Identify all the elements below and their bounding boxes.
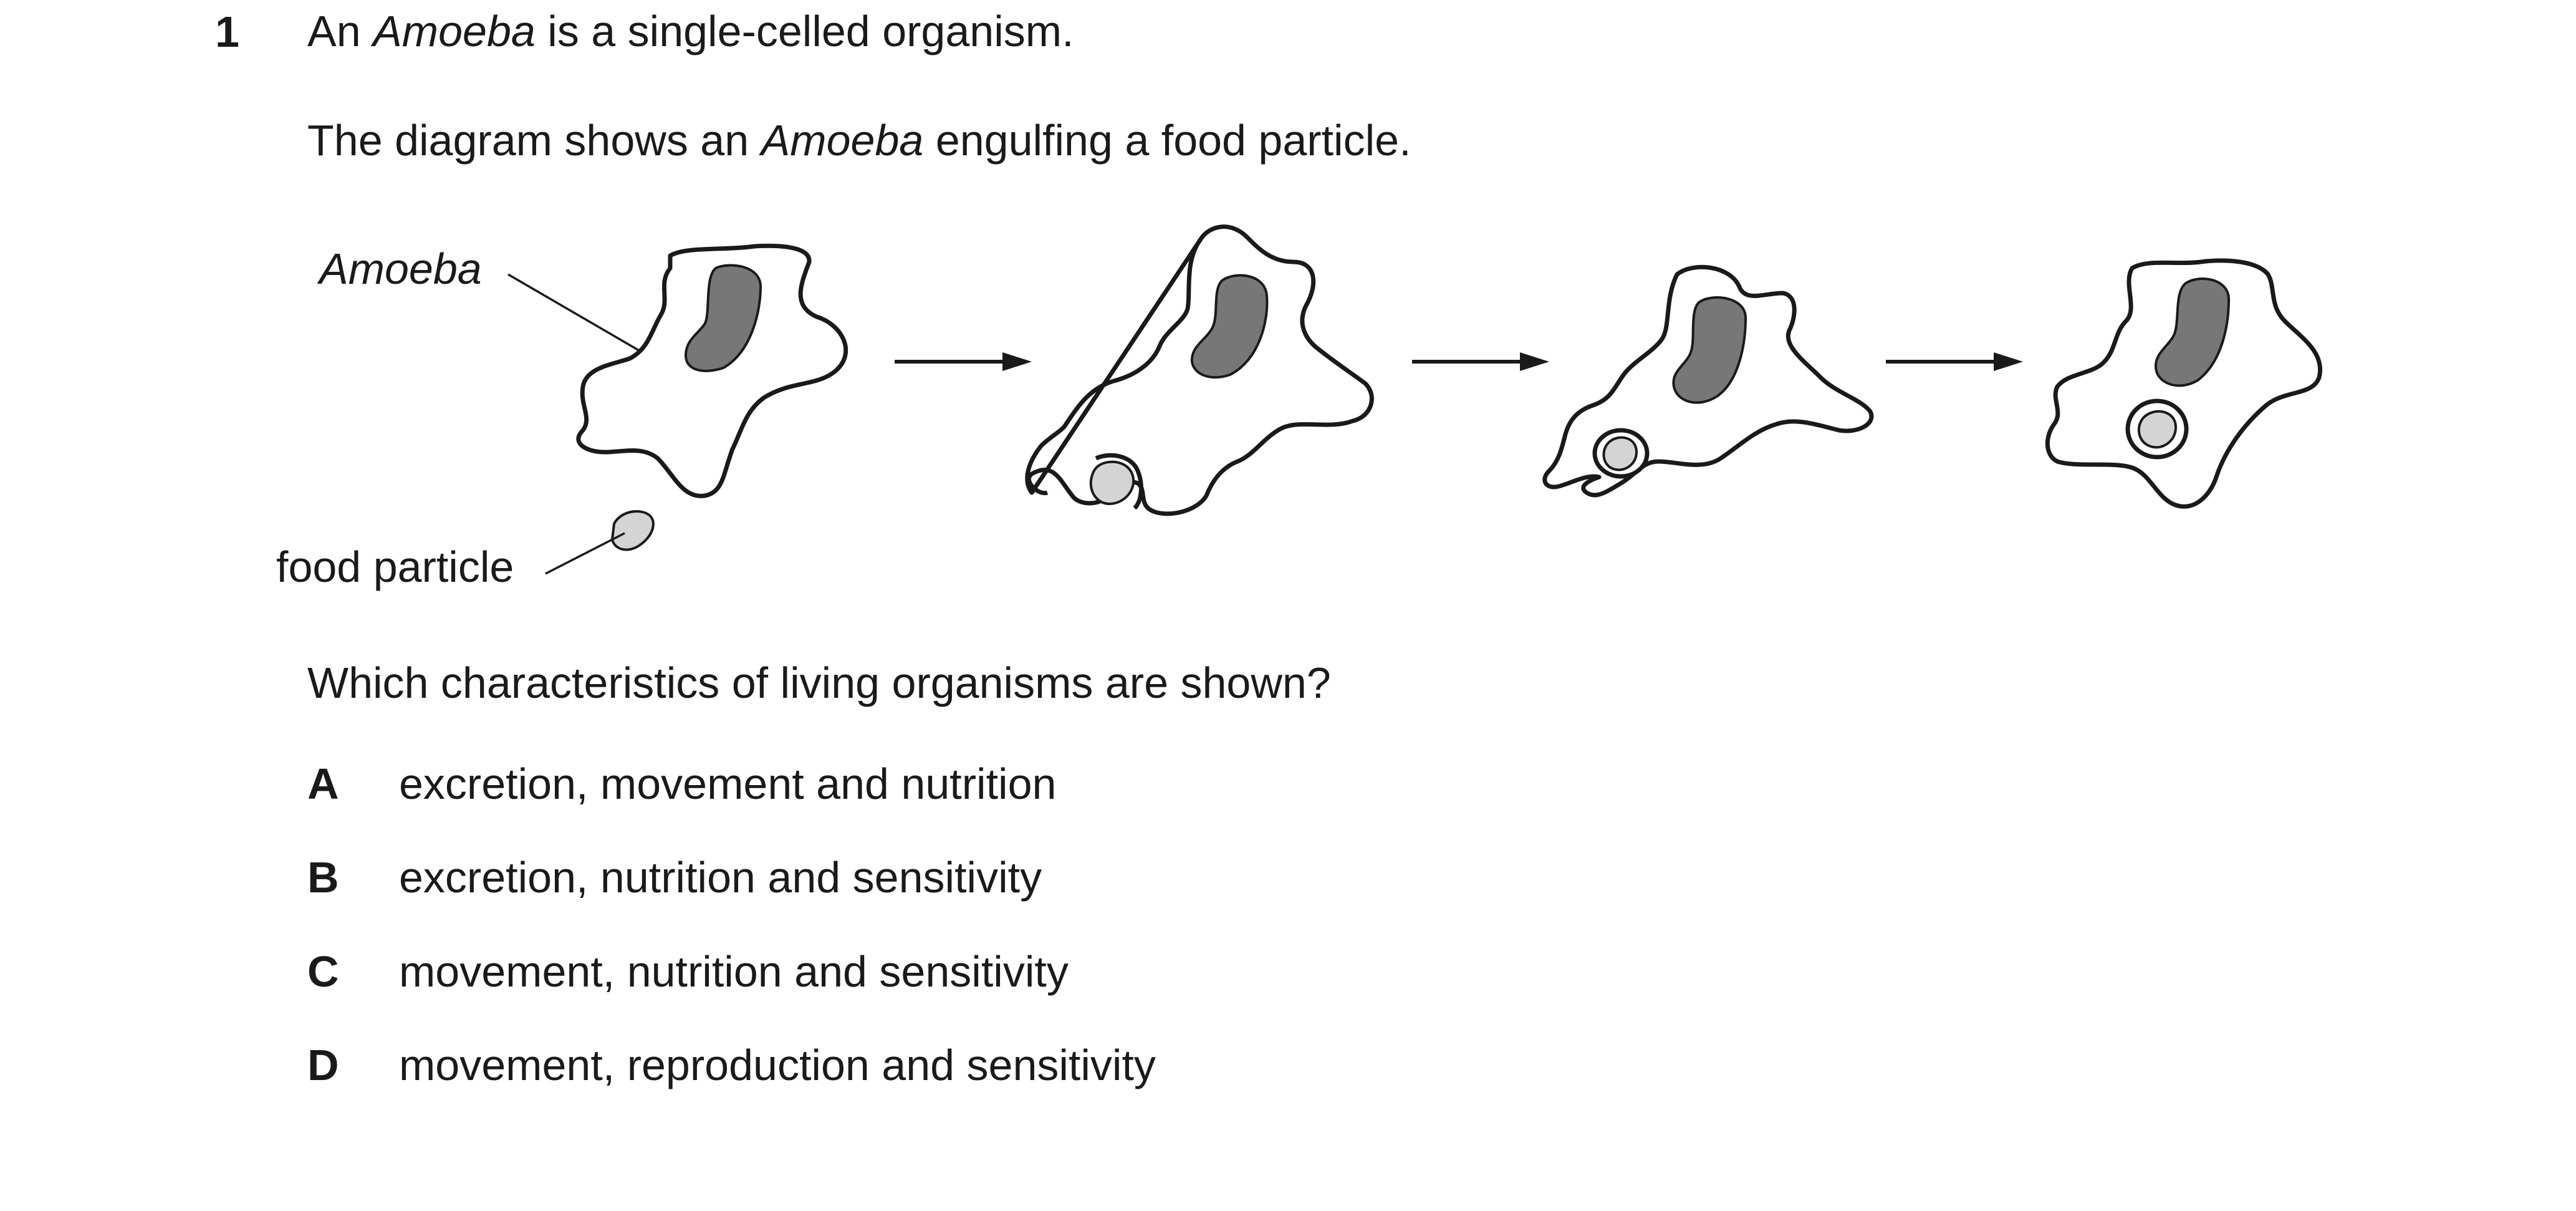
nucleus-2 (1190, 274, 1269, 379)
forming-vacuole-2 (1095, 453, 1143, 510)
food-particle-2 (1089, 460, 1135, 506)
option-c-text: movement, nutrition and sensitivity (399, 947, 1069, 996)
question-number: 1 (215, 7, 239, 56)
amoeba-stage-2 (1025, 224, 1374, 516)
nucleus-3 (1672, 296, 1747, 404)
question-prompt: Which characteristics of living organism… (307, 659, 1331, 707)
food-particle-free (610, 510, 655, 551)
diagram-statement-species: Amoeba (761, 116, 924, 165)
diagram-statement: The diagram shows an Amoeba engulfing a … (307, 112, 1411, 168)
food-leader-line (545, 532, 625, 575)
food-particle-label: food particle (276, 543, 514, 591)
option-a-letter: A (307, 760, 339, 808)
option-b-letter: B (307, 853, 339, 902)
option-d-letter: D (307, 1041, 339, 1089)
diagram-statement-pre: The diagram shows an (307, 116, 761, 165)
arrow-2 (1412, 352, 1549, 371)
intro-species: Amoeba (373, 7, 536, 55)
amoeba-stage-3 (1542, 264, 1874, 498)
option-a-text: excretion, movement and nutrition (399, 760, 1057, 808)
food-particle-3 (1602, 436, 1638, 471)
amoeba-stage-4 (2045, 258, 2322, 509)
amoeba-leader-line (507, 273, 640, 352)
amoeba-stage-1: Amoeba food particle (276, 243, 848, 591)
intro-post: is a single-celled organism. (535, 7, 1074, 55)
option-d-text: movement, reproduction and sensitivity (399, 1041, 1156, 1089)
food-particle-4 (2137, 410, 2178, 449)
nucleus-4 (2154, 277, 2231, 387)
diagram-statement-post: engulfing a food particle. (923, 116, 1411, 165)
option-c-letter: C (307, 947, 339, 996)
amoeba-label: Amoeba (317, 244, 482, 293)
arrow-3 (1886, 352, 2023, 371)
arrow-1 (895, 352, 1032, 371)
intro-pre: An (307, 7, 373, 55)
nucleus-1 (684, 264, 762, 372)
option-b-text: excretion, nutrition and sensitivity (399, 853, 1042, 902)
intro-statement: An Amoeba is a single-celled organism. (307, 3, 1074, 59)
